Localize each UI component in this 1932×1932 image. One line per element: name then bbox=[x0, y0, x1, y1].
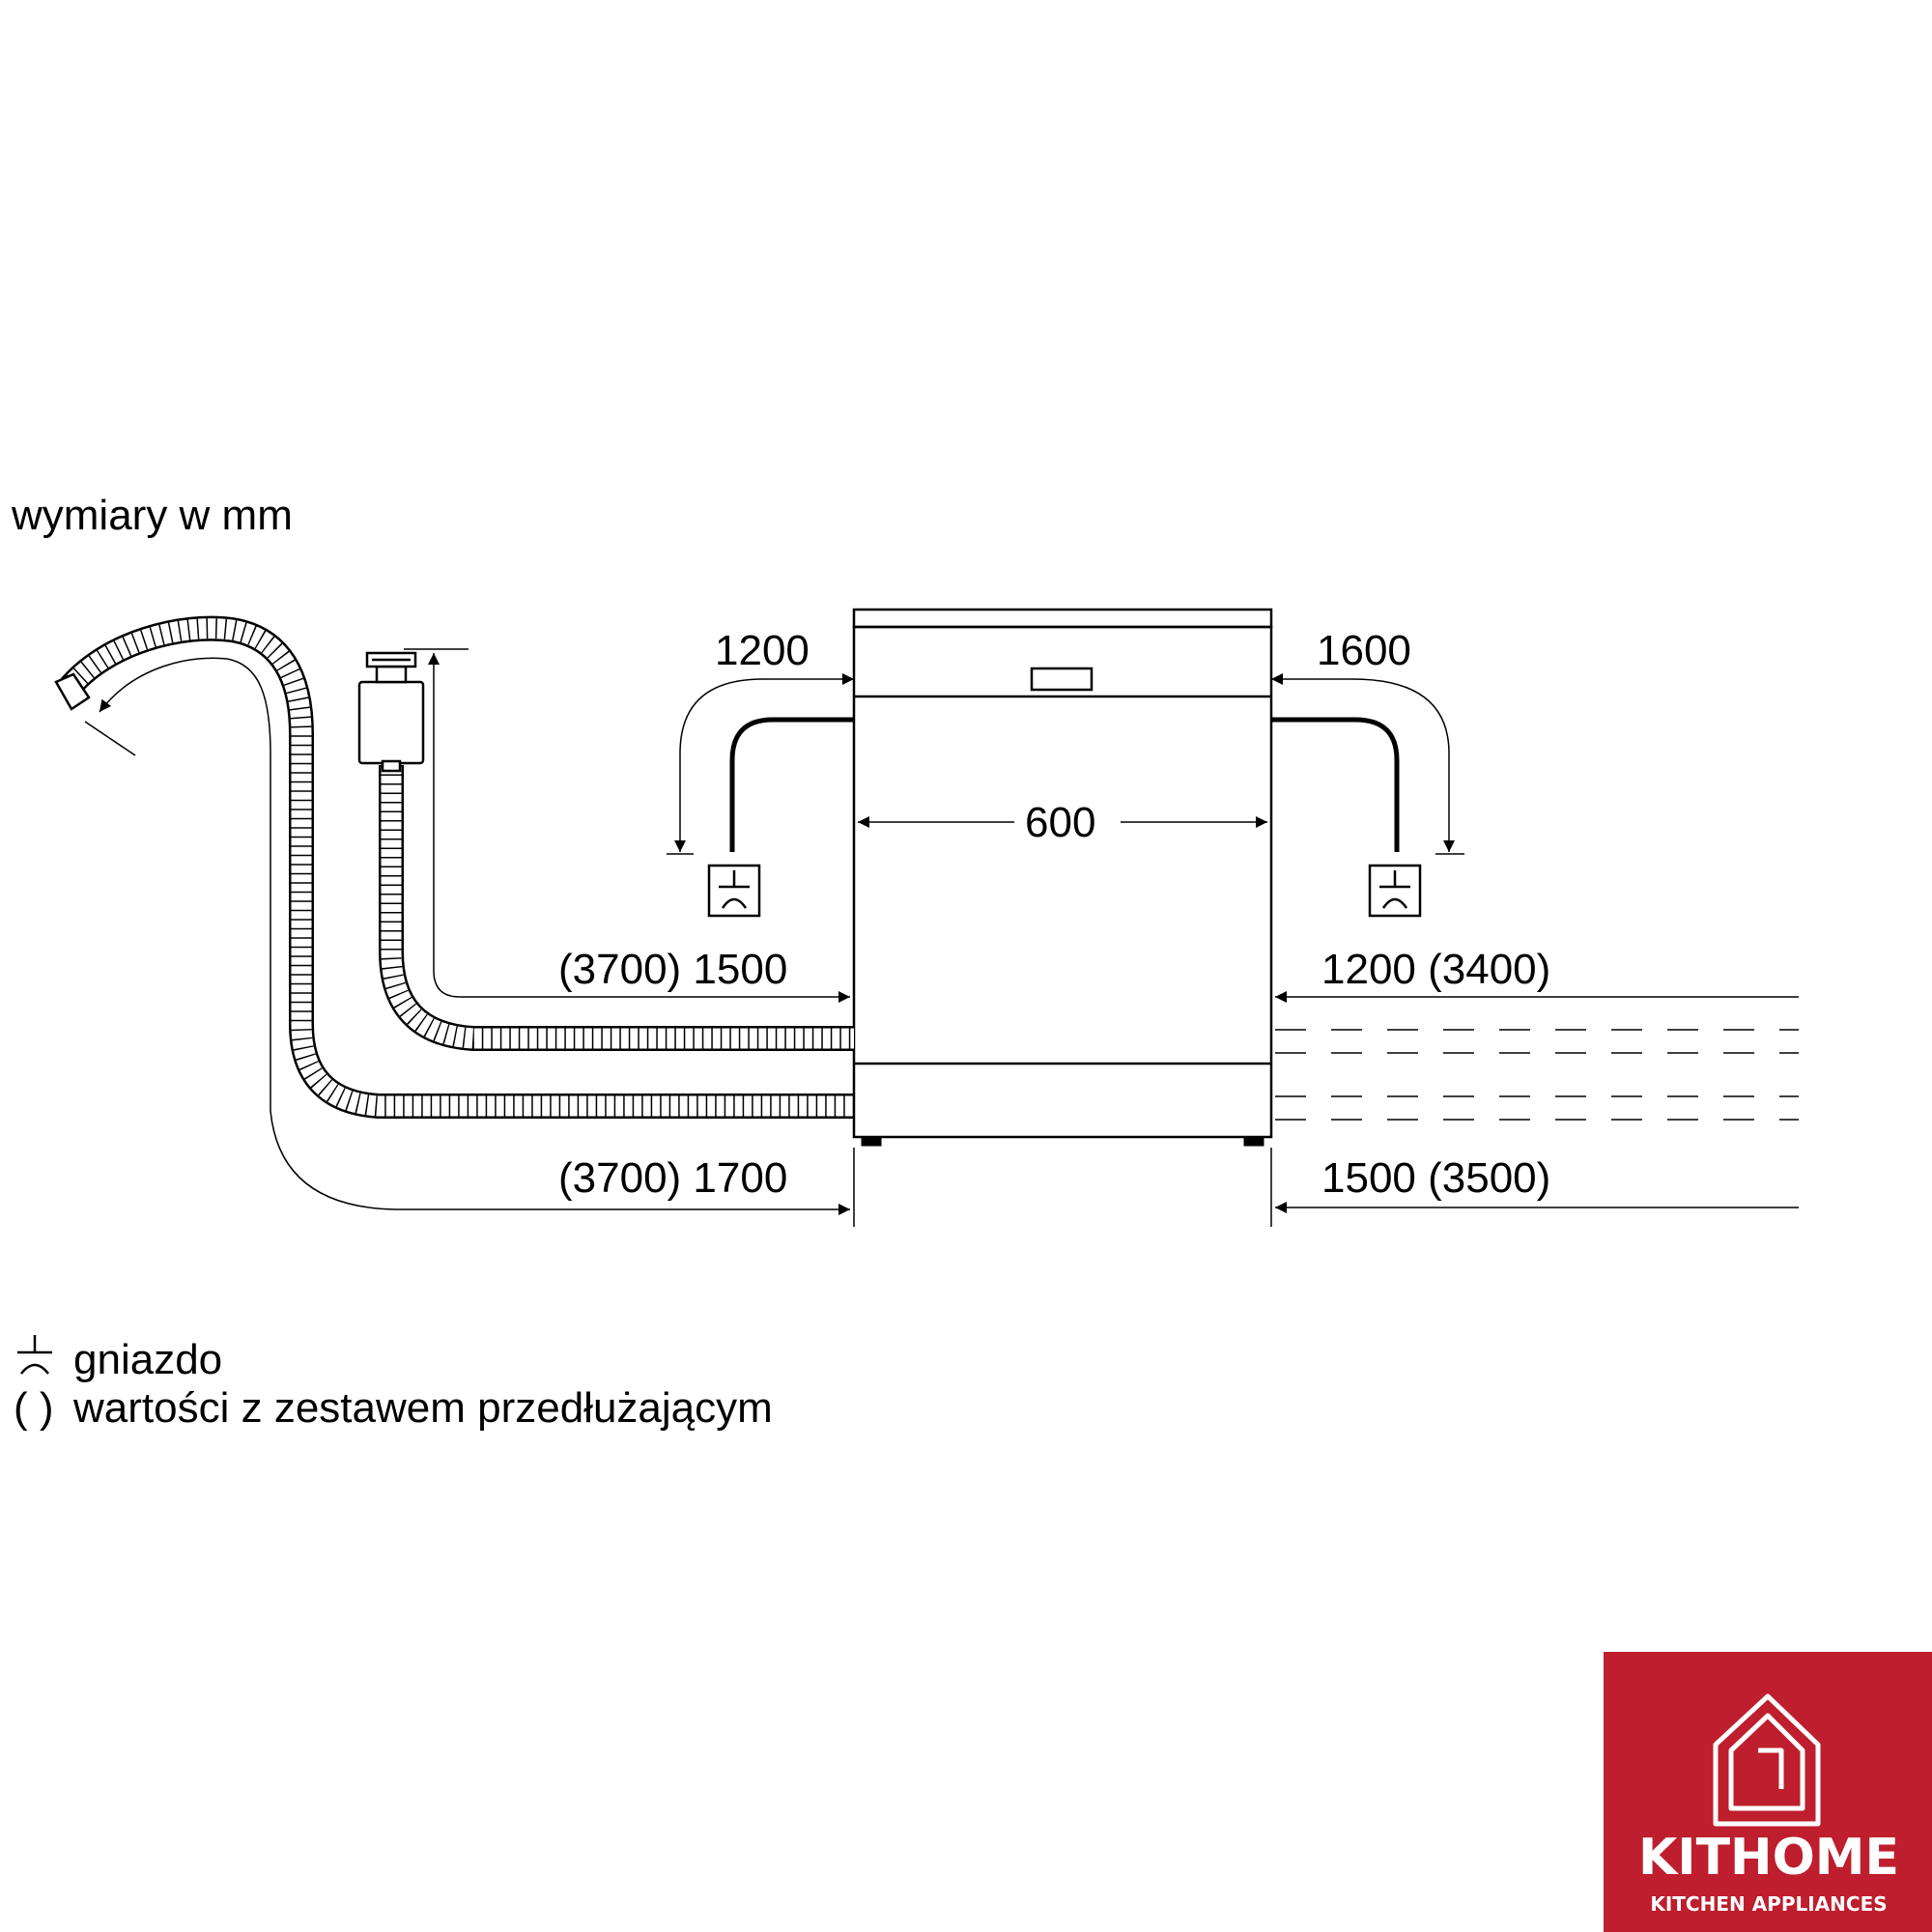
dim-right-bottom: 1500 (3500) bbox=[1321, 1154, 1550, 1202]
cable-reach-right bbox=[1271, 673, 1464, 855]
legend-socket-label: gniazdo bbox=[73, 1336, 222, 1383]
units-label: wymiary w mm bbox=[11, 492, 293, 539]
dim-width: 600 bbox=[1025, 799, 1095, 846]
drain-reach-arc bbox=[99, 657, 850, 1215]
dim-left-bottom: (3700) 1700 bbox=[558, 1154, 787, 1202]
dim-left-mid: (3700) 1500 bbox=[558, 946, 787, 993]
socket-icon-left bbox=[707, 864, 761, 918]
right-reach-lines bbox=[1275, 991, 1799, 1213]
dim-right-mid: 1200 (3400) bbox=[1321, 946, 1550, 993]
inlet-reach-line bbox=[404, 648, 850, 1003]
water-inlet-valve bbox=[357, 651, 425, 773]
kithome-logo: KITHOME KITCHEN APPLIANCES bbox=[1604, 1652, 1932, 1932]
legend-extension-symbol: ( ) bbox=[14, 1384, 54, 1432]
right-dashed-lines bbox=[1275, 1029, 1799, 1121]
control-panel-display bbox=[1030, 667, 1094, 692]
foot-right bbox=[1243, 1136, 1264, 1147]
legend-extension-label: wartości z zestawem przedłużającym bbox=[72, 1384, 773, 1432]
power-cable-left bbox=[729, 717, 854, 852]
socket-icon-right bbox=[1368, 864, 1422, 918]
reference-ticks bbox=[853, 1148, 1272, 1227]
dim-left-top: 1200 bbox=[715, 627, 810, 674]
dishwasher bbox=[852, 608, 1273, 1147]
house-icon bbox=[1713, 1693, 1821, 1827]
logo-tagline: KITCHEN APPLIANCES bbox=[1650, 1892, 1887, 1916]
power-cable-right bbox=[1271, 717, 1400, 852]
logo-name: KITHOME bbox=[1638, 1829, 1899, 1887]
dim-right-top: 1600 bbox=[1317, 627, 1411, 674]
socket-icon-legend bbox=[17, 1335, 52, 1375]
cable-reach-left bbox=[667, 673, 854, 855]
foot-left bbox=[861, 1136, 882, 1147]
